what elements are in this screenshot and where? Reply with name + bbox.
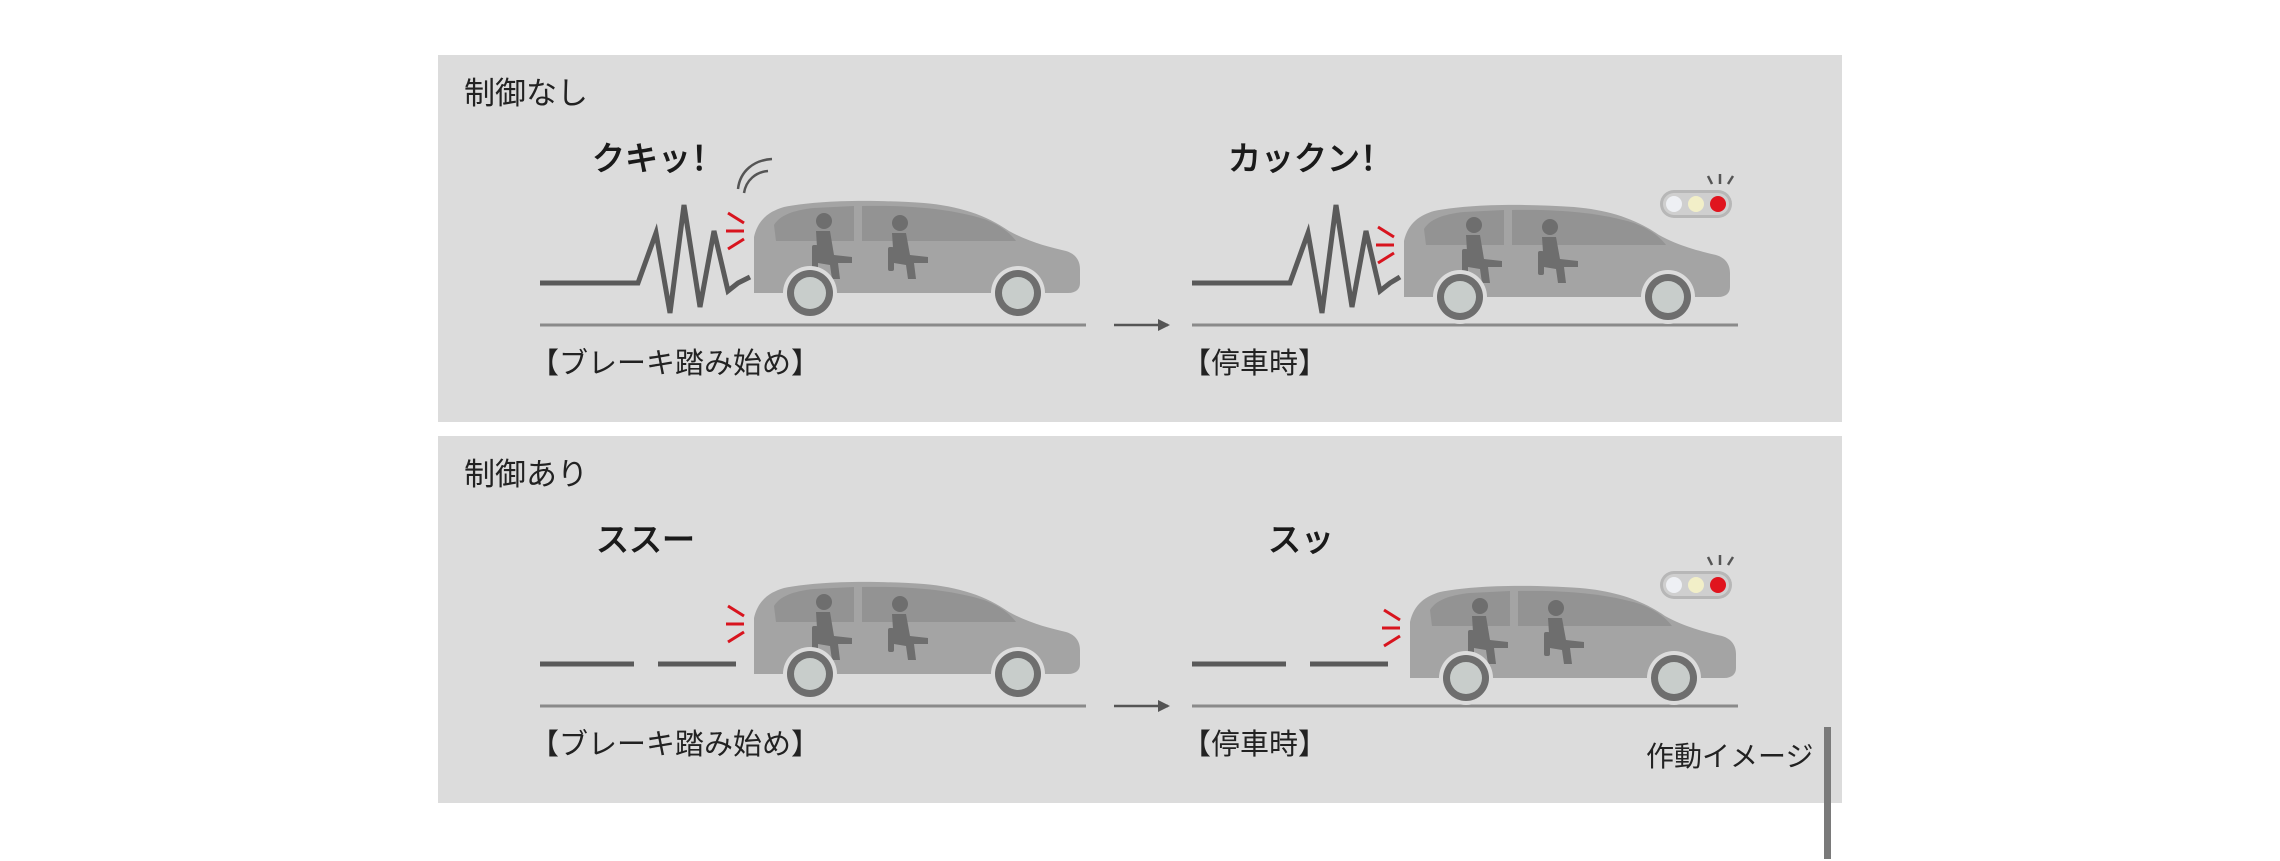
footnote-operation-image: 作動イメージ	[1646, 740, 1814, 773]
scene-caption: 【ブレーキ踏み始め】	[530, 727, 821, 761]
scene-start-braking-no-control	[540, 157, 1170, 331]
zigzag-jolt-icon	[1192, 204, 1402, 314]
sound-label: スッ	[1268, 520, 1334, 559]
brake-light-icon	[1380, 608, 1402, 648]
panel-with-control: 制御あり ススー スッ 【ブレーキ踏み始め】 【停車時】	[438, 436, 1842, 803]
car-silhouette-icon	[1404, 204, 1730, 324]
brake-light-icon	[724, 604, 746, 644]
right-arrow-icon	[1114, 319, 1170, 331]
scene-caption: 【ブレーキ踏み始め】	[530, 346, 821, 380]
car-silhouette-icon	[754, 200, 1080, 320]
scene-stopping-no-control	[1192, 172, 1738, 327]
brake-light-icon	[724, 211, 746, 251]
panel-no-control-illustration	[540, 157, 1738, 331]
sound-label: クキッ！	[592, 139, 724, 178]
panel-with-control-illustration	[540, 553, 1738, 712]
scene-start-braking-with-control	[540, 581, 1170, 712]
scene-caption: 【停車時】	[1182, 346, 1328, 380]
right-arrow-icon	[1114, 700, 1170, 712]
traffic-light-red-icon	[1658, 172, 1735, 220]
scene-stopping-with-control	[1192, 553, 1738, 708]
squeak-arcs-icon	[736, 157, 773, 194]
sound-label: ススー	[596, 520, 695, 559]
sound-label: カックン！	[1228, 139, 1393, 178]
panel-title: 制御あり	[464, 457, 588, 493]
car-silhouette-icon	[1410, 585, 1736, 705]
scene-caption: 【停車時】	[1182, 727, 1328, 761]
brake-light-icon	[1374, 225, 1396, 265]
traffic-light-red-icon	[1658, 553, 1735, 601]
panel-title: 制御なし	[464, 76, 588, 112]
panel-no-control: 制御なし クキッ！ カックン！ 【ブレーキ踏み始め】 【停車時】	[438, 55, 1842, 422]
vertical-marker-bar	[1824, 727, 1831, 859]
zigzag-jolt-icon	[540, 204, 752, 314]
car-silhouette-icon	[754, 581, 1080, 701]
